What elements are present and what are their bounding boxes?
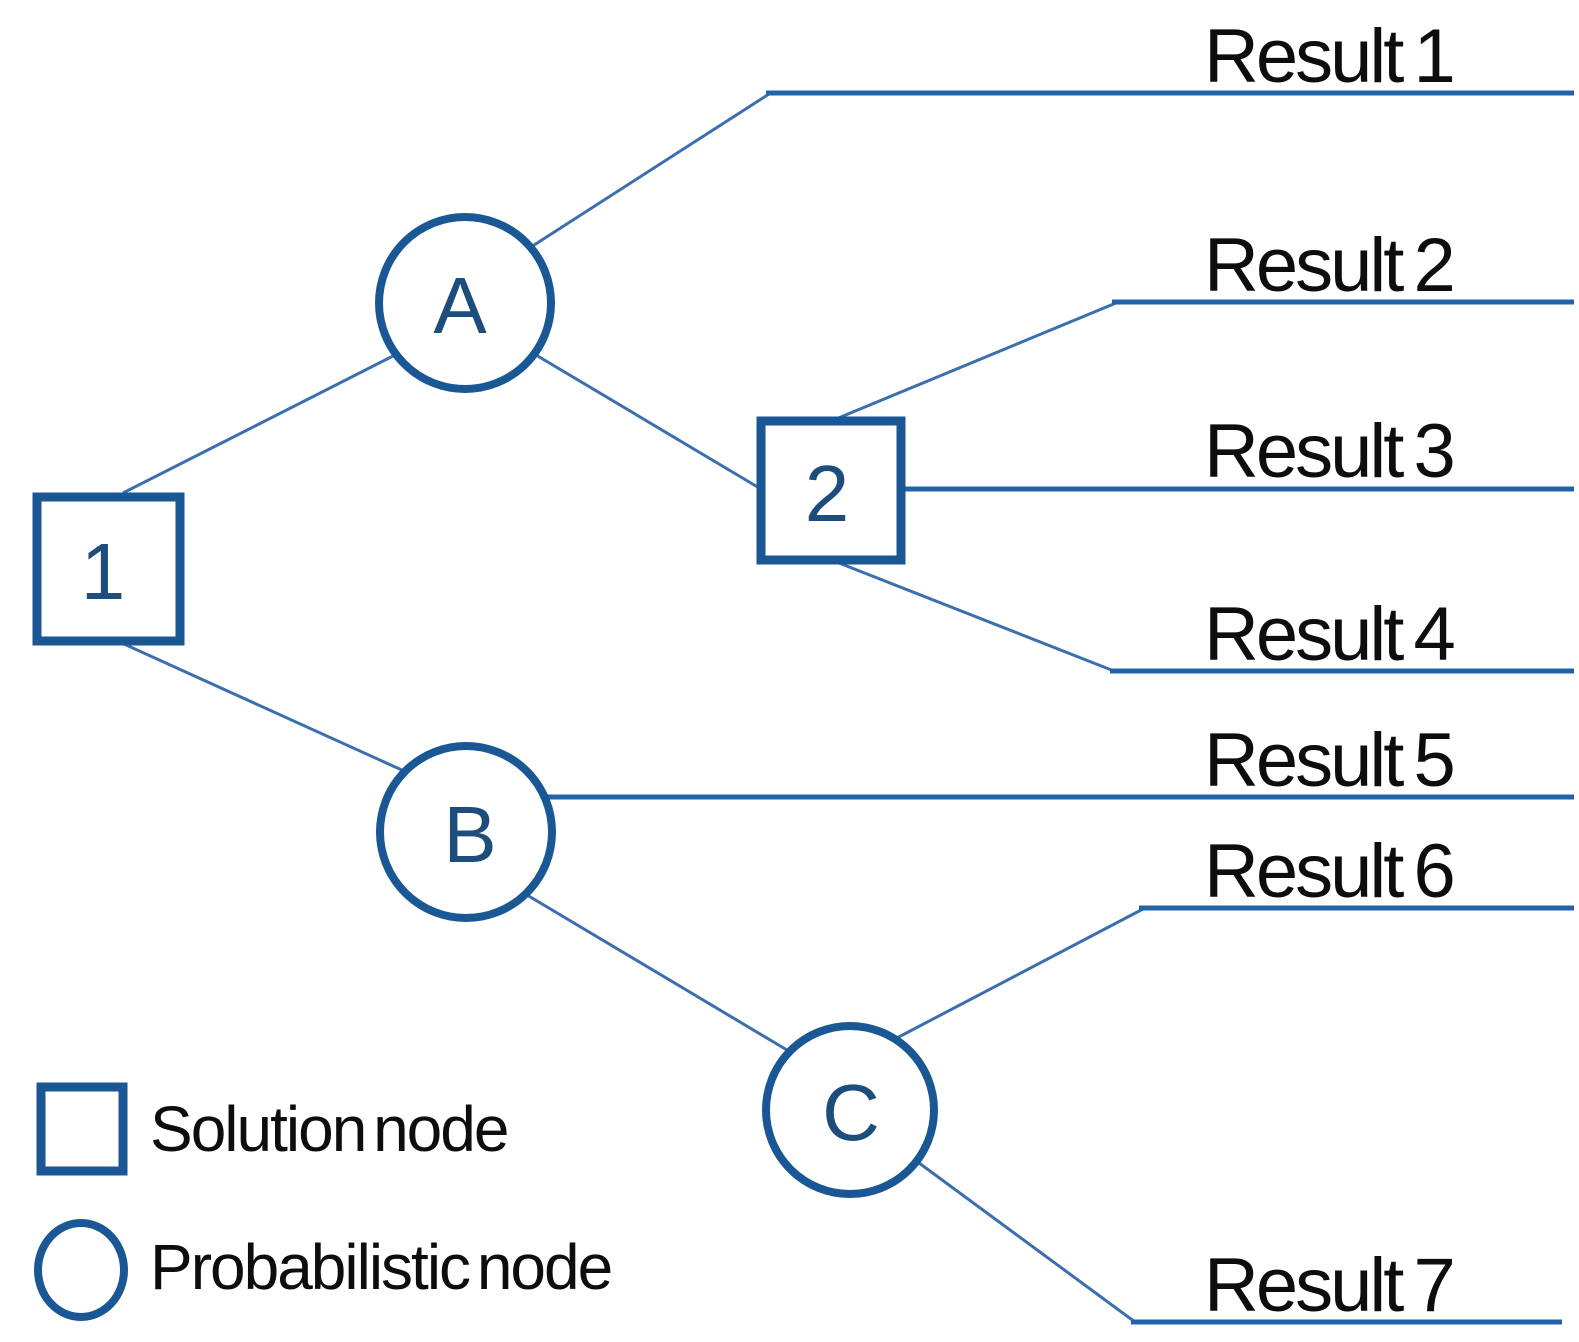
- result-3-label: Result 3: [1204, 409, 1453, 494]
- result-7-label: Result 7: [1204, 1243, 1453, 1328]
- nodes: 1 A 2 B C: [32, 213, 938, 1198]
- node-B-circle: [376, 742, 556, 922]
- node-A-circle: [375, 213, 555, 393]
- node-A-label: A: [433, 261, 487, 350]
- edge-nodeA-to-result1-diagonal: [530, 92, 770, 249]
- node-2-square: [756, 416, 906, 565]
- edge-nodeC-to-result7-diagonal: [914, 1158, 1136, 1324]
- result-4-label: Result 4: [1204, 592, 1455, 677]
- node-B-label: B: [443, 790, 494, 879]
- result-1-label: Result 1: [1204, 14, 1453, 99]
- edge-node1-to-nodeB: [123, 642, 405, 773]
- edges: [122, 90, 1574, 1325]
- edge-nodeB-to-nodeC: [526, 893, 793, 1055]
- result-5-label: Result 5: [1204, 718, 1454, 803]
- result-6-label: Result 6: [1204, 829, 1453, 914]
- node-C-circle: [762, 1022, 938, 1198]
- legend: Solution node Probabilistic node: [34, 1082, 613, 1321]
- node-2-label: 2: [805, 449, 848, 538]
- edge-node1-to-nodeA: [122, 352, 398, 495]
- result-labels: Result 1 Result 2 Result 3 Result 4 Resu…: [1204, 14, 1458, 1328]
- legend-probabilistic-node-swatch: [34, 1219, 128, 1321]
- result-2-label: Result 2: [1204, 223, 1453, 308]
- node-C-label: C: [822, 1068, 878, 1157]
- edge-node2-to-result2-diagonal: [835, 301, 1117, 421]
- edge-nodeC-to-result6-diagonal: [892, 907, 1144, 1042]
- node-1-label: 1: [81, 527, 124, 616]
- legend-probabilistic-node-label: Probabilistic node: [150, 1231, 611, 1303]
- node-1-square: [32, 492, 185, 646]
- edge-nodeA-to-node2: [535, 353, 762, 491]
- legend-solution-node-label: Solution node: [150, 1093, 507, 1165]
- legend-solution-node-swatch: [36, 1082, 128, 1176]
- edge-node2-to-result4-diagonal: [833, 559, 1115, 673]
